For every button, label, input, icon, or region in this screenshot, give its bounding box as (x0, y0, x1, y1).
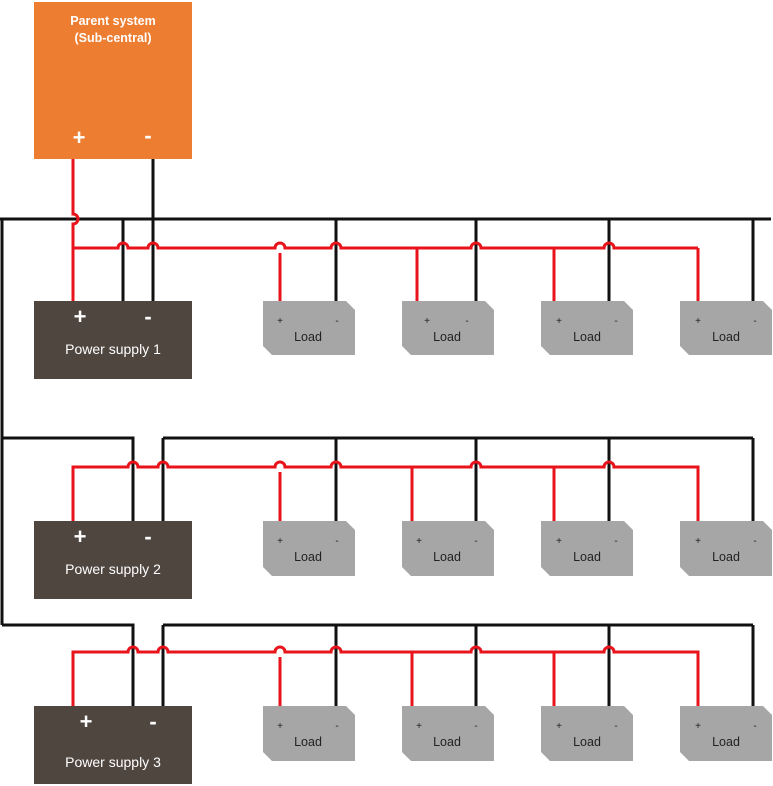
parent-plus-terminal: + (73, 125, 86, 150)
power-supply-3-minus: - (149, 709, 156, 734)
load-r3-c3: + - Load (541, 706, 633, 761)
load-plus: + (695, 721, 701, 732)
load-plus: + (556, 536, 562, 547)
load-r3-c4: + - Load (680, 706, 772, 761)
power-supply-1-minus: - (144, 304, 151, 329)
load-plus: + (695, 316, 701, 327)
negative-wiring (0, 159, 771, 706)
load-r3-c1: + - Load (263, 706, 355, 761)
power-supply-2-minus: - (144, 524, 151, 549)
load-r1-c1: + - Load (263, 301, 355, 355)
positive-wiring (71, 159, 700, 706)
load-label: Load (573, 550, 601, 564)
load-label: Load (712, 330, 740, 344)
load-label: Load (712, 550, 740, 564)
load-minus: - (335, 316, 338, 327)
power-supply-2-label: Power supply 2 (65, 561, 161, 577)
load-plus: + (424, 316, 430, 327)
parent-system-title-line2: (Sub-central) (74, 31, 151, 45)
load-plus: + (416, 721, 422, 732)
load-r2-c2: + - Load (402, 521, 494, 576)
load-label: Load (433, 550, 461, 564)
load-minus: - (614, 536, 617, 547)
power-supply-1-label: Power supply 1 (65, 341, 161, 357)
load-label: Load (712, 735, 740, 749)
load-plus: + (277, 721, 283, 732)
power-supply-1: + - Power supply 1 (34, 301, 192, 379)
load-minus: - (614, 721, 617, 732)
power-supply-1-plus: + (74, 304, 87, 329)
load-minus: - (335, 536, 338, 547)
load-plus: + (695, 536, 701, 547)
power-supply-3-label: Power supply 3 (65, 754, 161, 770)
power-supply-2: + - Power supply 2 (34, 521, 192, 599)
load-r3-c2: + - Load (402, 706, 494, 761)
parent-minus-terminal: - (144, 123, 151, 148)
load-minus: - (753, 721, 756, 732)
load-r2-c4: + - Load (680, 521, 772, 576)
load-label: Load (573, 735, 601, 749)
power-supply-3-box (34, 706, 192, 784)
load-label: Load (433, 735, 461, 749)
load-r2-c1: + - Load (263, 521, 355, 576)
power-supply-3: + - Power supply 3 (34, 706, 192, 784)
load-label: Load (294, 550, 322, 564)
power-supply-3-plus: + (80, 709, 93, 734)
power-supply-2-box (34, 521, 192, 599)
load-r1-c3: + - Load (541, 301, 633, 355)
load-minus: - (465, 316, 468, 327)
load-r1-c4: + - Load (680, 301, 772, 355)
load-minus: - (614, 316, 617, 327)
parent-system-box (34, 2, 192, 159)
load-label: Load (294, 330, 322, 344)
load-label: Load (573, 330, 601, 344)
load-plus: + (556, 721, 562, 732)
load-minus: - (753, 536, 756, 547)
power-supply-2-plus: + (74, 524, 87, 549)
parent-system: Parent system (Sub-central) + - (34, 2, 192, 159)
load-plus: + (277, 536, 283, 547)
load-plus: + (416, 536, 422, 547)
power-supply-1-box (34, 301, 192, 379)
load-label: Load (294, 735, 322, 749)
load-minus: - (474, 536, 477, 547)
load-r1-c2: + - Load (402, 301, 494, 355)
load-r2-c3: + - Load (541, 521, 633, 576)
load-minus: - (753, 316, 756, 327)
load-minus: - (335, 721, 338, 732)
parent-system-title-line1: Parent system (70, 14, 155, 28)
load-minus: - (474, 721, 477, 732)
load-plus: + (556, 316, 562, 327)
load-label: Load (433, 330, 461, 344)
load-plus: + (277, 316, 283, 327)
